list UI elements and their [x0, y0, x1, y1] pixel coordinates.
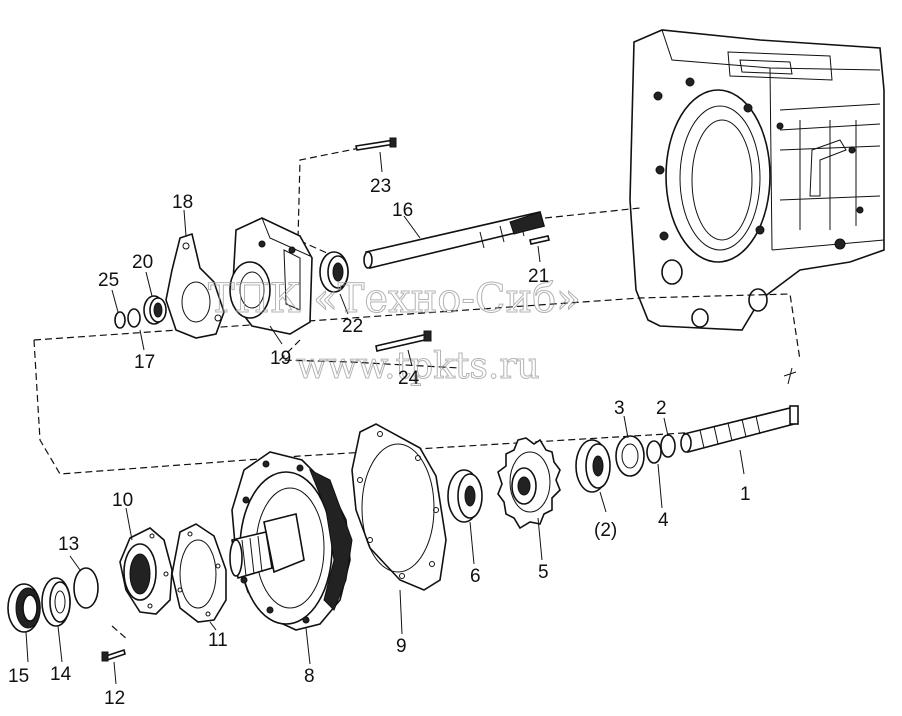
bolt-12	[101, 648, 126, 662]
shaft-16	[363, 211, 545, 269]
pin-21	[529, 235, 550, 245]
callout-2: 2	[656, 398, 667, 419]
callout-3: 3	[614, 398, 625, 419]
bearing-20	[143, 295, 167, 325]
bearing-(2)	[575, 439, 611, 493]
assembly-lines	[33, 147, 801, 641]
bearing-14	[41, 577, 71, 627]
callout-19: 19	[270, 348, 291, 369]
callout-2-paren: (2)	[594, 520, 617, 541]
washer-3	[615, 435, 645, 477]
cover-19	[229, 217, 313, 335]
callout-21: 21	[528, 266, 549, 287]
bolt-24	[375, 330, 432, 352]
watermark-company: ТПК «Техно-Сиб»	[208, 276, 581, 322]
callout-22: 22	[342, 316, 363, 337]
ring-13	[73, 567, 99, 609]
gasket-9	[351, 423, 447, 591]
gasket-18	[165, 232, 225, 339]
callout-6: 6	[470, 566, 481, 587]
callout-18: 18	[172, 192, 193, 213]
callout-9: 9	[396, 636, 407, 657]
bearing-22	[319, 251, 349, 293]
callout-4: 4	[658, 510, 669, 531]
callout-24: 24	[398, 368, 420, 389]
callout-23: 23	[370, 176, 391, 197]
callout-16: 16	[392, 200, 413, 221]
callout-12: 12	[104, 688, 125, 709]
bolt-23	[355, 137, 397, 151]
ring-4	[646, 440, 662, 464]
callout-1: 1	[740, 484, 751, 505]
callout-labels: 1 2 (2) 3 4 5 6 8 9 10 11 12 13 14 15 16…	[8, 176, 751, 709]
ring-17	[127, 308, 141, 328]
gasket-11	[171, 523, 227, 623]
flange-10	[119, 527, 173, 615]
callout-11: 11	[208, 630, 228, 651]
leader-lines	[25, 151, 745, 685]
ring-25	[114, 311, 126, 329]
callout-10: 10	[112, 490, 133, 511]
seal-15	[7, 583, 41, 633]
gearbox-housing	[629, 29, 885, 331]
watermark-site: www.tpkts.ru	[296, 346, 540, 387]
callout-15: 15	[8, 666, 29, 687]
gear-5	[497, 437, 561, 530]
callout-5: 5	[538, 562, 549, 583]
shaft-1	[680, 405, 799, 453]
callout-17: 17	[134, 352, 155, 373]
bearing-6	[447, 469, 483, 523]
callout-14: 14	[50, 664, 72, 685]
callout-25: 25	[98, 270, 119, 291]
carrier-8	[229, 451, 353, 631]
callout-13: 13	[58, 534, 79, 555]
callout-8: 8	[304, 666, 315, 687]
ring-2	[660, 434, 676, 458]
callout-20: 20	[132, 252, 153, 273]
